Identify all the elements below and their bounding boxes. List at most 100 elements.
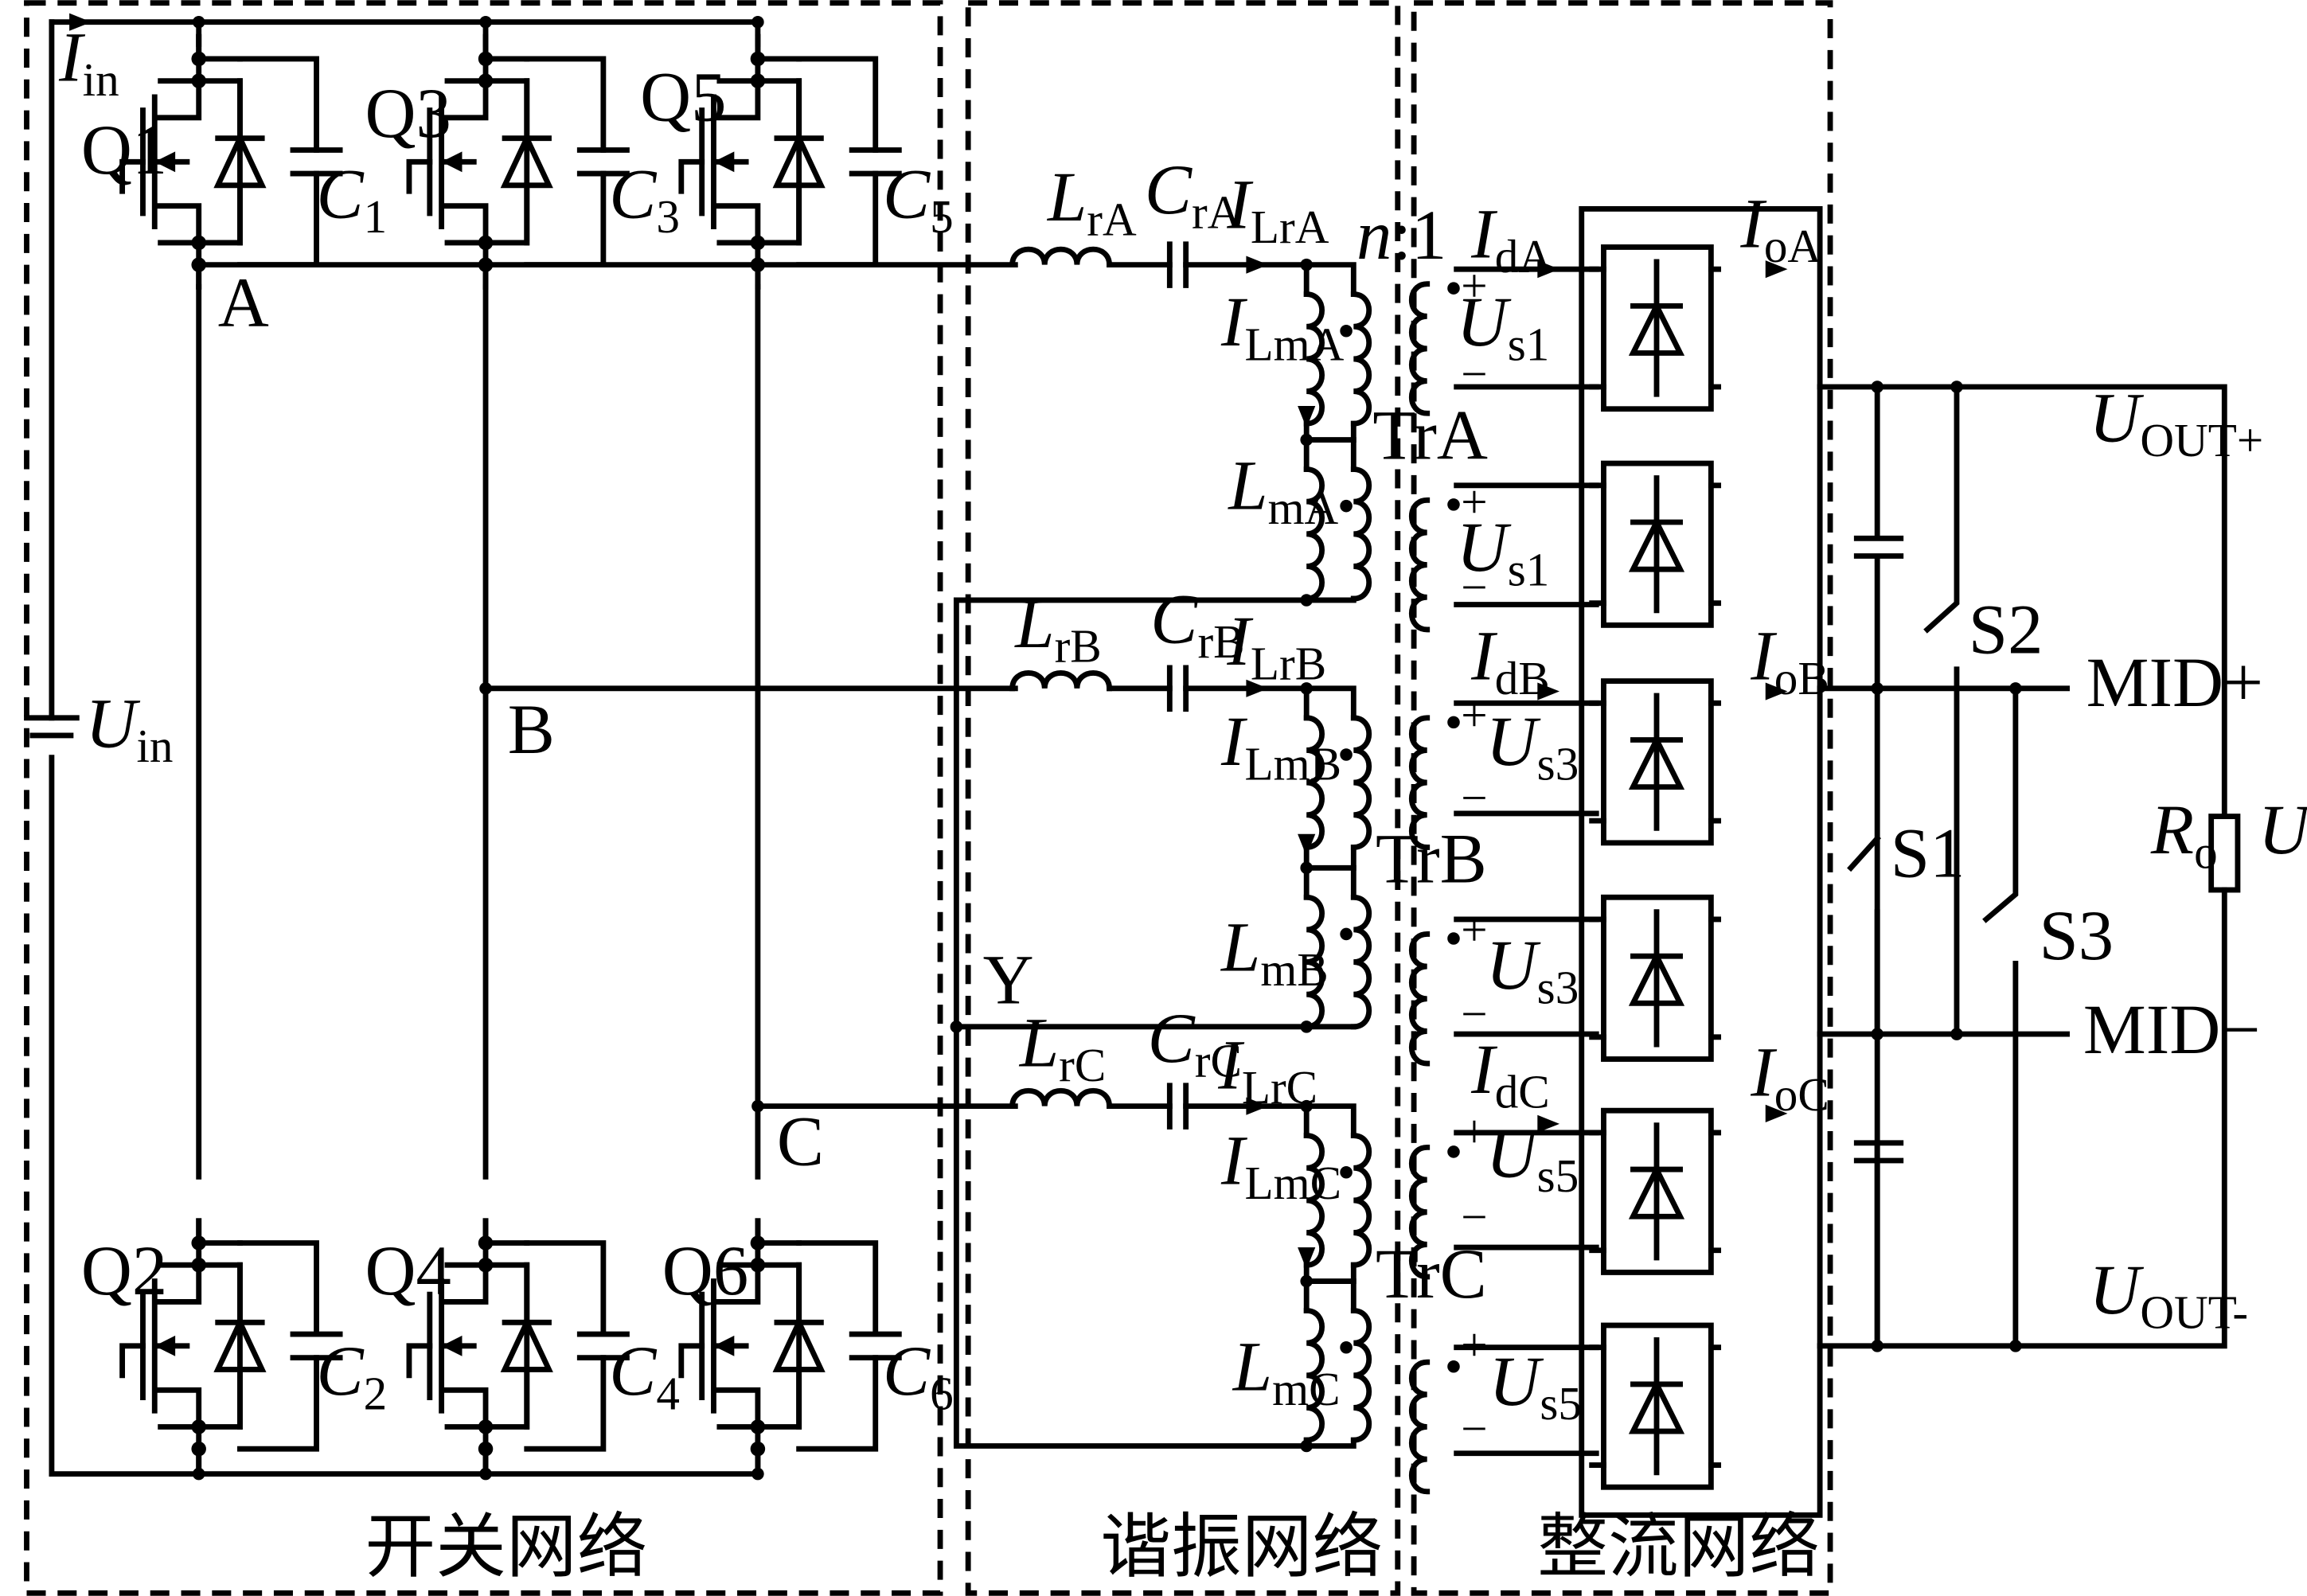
junction-dot [1340,499,1353,513]
label-sub-ida_sub: dA [1495,230,1553,283]
wire [1923,384,1960,1037]
label-ilrb: ILrB [1226,603,1326,689]
label-sub-crc_sub: rC [1195,1035,1242,1087]
label-sub-uin_sub: in [136,720,173,772]
label-text-uo: U [2258,791,2307,869]
label-us5: Us5 [1489,1343,1582,1430]
label-plus: + [1461,1318,1487,1371]
junction-dot [751,15,764,29]
label-ioa: IoA [1739,185,1821,271]
wire [24,715,80,739]
label-lmc: LmC [1232,1328,1341,1415]
resonant-network-box [965,0,1401,1596]
secondary-winding-2 [1411,500,1427,630]
label-text-c2: C [317,1333,365,1411]
wire [1982,685,2019,1349]
label-text-midm: MID− [2083,991,2260,1069]
label-minus: − [1461,348,1487,400]
junction-dot [1871,682,1883,695]
label-sub-iin_sub: in [83,53,119,106]
label-text-lmc: L [1232,1328,1272,1406]
label-q2: Q2 [81,1232,167,1310]
label-text-lrc: L [1018,1005,1059,1083]
section-title: 整流网络 [1537,1506,1820,1588]
label-minus: − [1461,561,1487,614]
secondary-winding-1 [1411,284,1427,414]
label-text-us5: U [1489,1343,1544,1421]
label-text-us3: U [1486,927,1541,1005]
label-text-q5: Q5 [640,59,726,137]
label-sub-ioa_sub: oA [1764,220,1822,272]
label-sub-ro_sub: o [2194,825,2218,878]
label-text-plus: + [1461,1318,1487,1371]
label-uo: Uo [2258,791,2307,878]
label-text-q3: Q3 [365,75,451,153]
label-ratio_n: n:1 [1356,197,1446,275]
label-iin: Iin [58,19,119,106]
label-text-ilmb: I [1220,703,1247,781]
label-sub-ilmc_sub: LmC [1245,1157,1342,1209]
section-title: 开关网络 [365,1506,648,1588]
junction-dot [1340,748,1353,761]
label-midm: MID− [2083,991,2260,1069]
junction-dot [479,1467,492,1481]
label-s2: S2 [1969,591,2044,669]
label-sub-ilrb_sub: LrB [1251,638,1326,690]
junction-dot [479,15,492,29]
transformer-primary2-b [1353,897,1368,1027]
label-sub-idc_sub: dC [1495,1065,1550,1118]
wire [953,597,1310,1449]
label-lrc: LrC [1018,1005,1106,1091]
current-arrow [1246,256,1269,274]
label-sub-iob_sub: oB [1774,652,1829,704]
rectifier-module-2 [1592,463,1719,625]
label-s3: S3 [2039,897,2114,975]
label-plus: + [1461,475,1487,528]
label-idc: IdC [1470,1031,1550,1118]
label-s1: S1 [1891,814,1965,892]
label-text-node_a: A [218,264,269,342]
label-c2: C2 [317,1333,388,1419]
label-sub-us3_sub: s3 [1537,737,1579,790]
label-text-us5: U [1486,1114,1541,1192]
label-sub-lrb_sub: rB [1055,620,1102,673]
marks-layer [24,0,2241,1596]
label-ilma: ILmA [1220,283,1345,370]
label-text-node_c: C [777,1103,824,1181]
resonant-inductor-b [1013,673,1110,688]
wire [1853,384,1904,1349]
label-q4: Q4 [365,1232,451,1310]
load-resistor [2208,814,2241,893]
label-sub-crb_sub: rB [1197,615,1244,668]
label-node_b: B [508,691,555,769]
junction-dot [950,1020,963,1033]
label-text-node_y: Y [983,941,1034,1019]
label-text-crb: C [1150,581,1198,659]
junction-dot [1871,380,1883,393]
junction-dot [1871,1028,1883,1040]
current-arrow [1298,406,1316,428]
label-text-ilrb: I [1226,603,1253,681]
label-sub-us5_sub: s5 [1540,1377,1582,1430]
label-iob: IoB [1750,618,1829,704]
label-c3: C3 [609,155,680,242]
label-text-lra: L [1046,158,1087,236]
junction-dot [1340,325,1353,338]
wire [1847,834,1882,1037]
rectifier-module-4 [1592,897,1719,1059]
label-minus: − [1461,988,1487,1040]
label-plus: + [1461,259,1487,312]
label-sub-lmb_sub: mB [1260,943,1328,996]
label-sub-ioc_sub: oC [1774,1068,1829,1121]
section-title: 谐振网络 [1100,1506,1383,1588]
label-sub-c3_sub: 3 [656,190,680,243]
label-trb: TrB [1376,821,1487,899]
label-us3: Us3 [1486,927,1579,1013]
label-text-ilrc: I [1217,1026,1244,1104]
label-text-plus: + [1461,1105,1487,1157]
junction-dot [1950,1028,1963,1040]
label-sub-ilmb_sub: LmB [1245,737,1342,790]
junction-dot [1447,716,1460,729]
